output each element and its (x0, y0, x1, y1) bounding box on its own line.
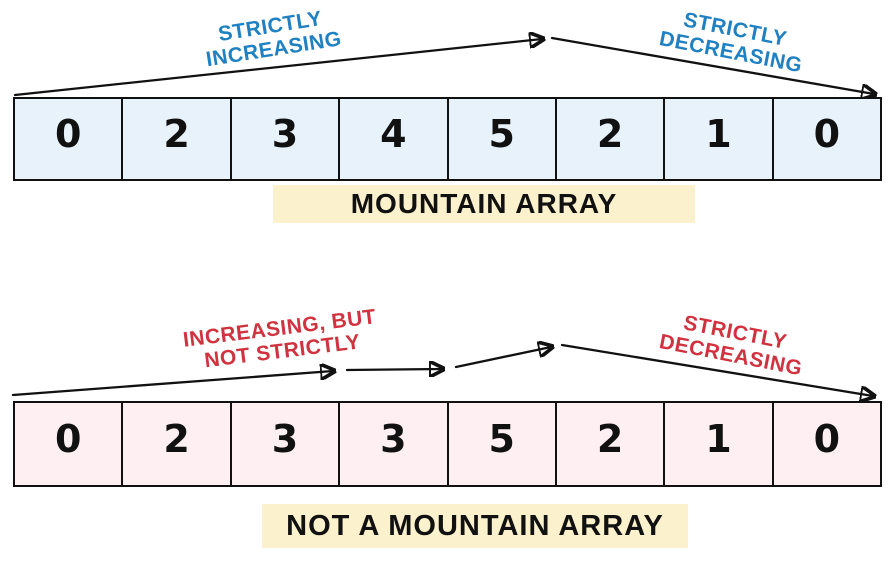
strictly-decreasing-label-bottom: STRICTLY DECREASING (657, 307, 808, 380)
array-cell: 5 (446, 403, 555, 485)
array-cell: 0 (54, 112, 82, 156)
array-cell: 0 (771, 99, 880, 179)
array-cell: 2 (121, 403, 229, 485)
array-cell: 2 (554, 99, 663, 179)
array-cell: 2 (121, 99, 229, 179)
not-mountain-rising-arrow (454, 347, 551, 369)
array-cell: 1 (663, 99, 771, 179)
not-mountain-array-title: NOT A MOUNTAIN ARRAY (262, 504, 688, 548)
not-mountain-array: 0 2 3 3 5 2 1 0 (13, 401, 882, 487)
array-cell: 3 (229, 99, 338, 179)
mountain-array-title: MOUNTAIN ARRAY (273, 185, 695, 223)
array-cell: 0 (771, 403, 880, 485)
array-cell: 2 (554, 403, 663, 485)
strictly-increasing-label: STRICTLY INCREASING (201, 4, 343, 71)
mountain-array: 0 2 3 4 5 2 1 0 (13, 97, 882, 181)
array-cell: 3 (338, 403, 446, 485)
array-cell: 4 (338, 99, 446, 179)
increasing-not-strictly-label: INCREASING, BUT NOT STRICTLY (182, 305, 380, 375)
array-cell: 0 (54, 417, 82, 461)
strictly-decreasing-label-top: STRICTLY DECREASING (657, 4, 808, 77)
not-mountain-flat-arrow (345, 369, 442, 370)
array-cell: 3 (229, 403, 338, 485)
array-cell: 1 (663, 403, 771, 485)
array-cell: 5 (446, 99, 555, 179)
not-mountain-increasing-arrow (11, 371, 333, 397)
